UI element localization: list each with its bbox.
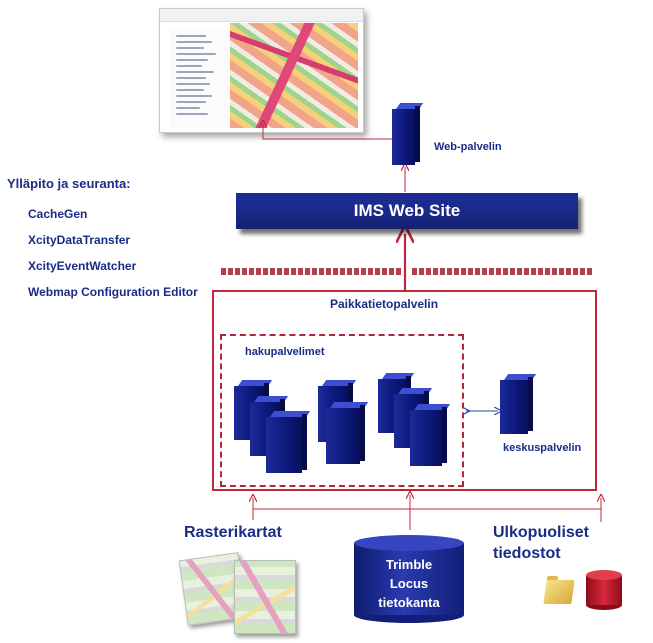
central-server-label: keskuspalvelin xyxy=(503,442,582,454)
search-server-icon xyxy=(326,402,369,464)
ims-web-site-bar: IMS Web Site xyxy=(236,193,578,229)
webmap-screenshot xyxy=(159,8,364,133)
database-label-line: Locus xyxy=(389,576,429,591)
raster-maps-label: Rasterikartat xyxy=(184,524,282,541)
central-server-icon xyxy=(500,374,537,434)
search-server-icon xyxy=(266,411,311,473)
screenshot-layer-panel xyxy=(170,29,231,127)
maintenance-item-config-editor: Webmap Configuration Editor xyxy=(28,285,198,299)
web-server-icon xyxy=(392,103,424,165)
database-label-line: tietokanta xyxy=(378,595,440,610)
red-database-icon xyxy=(586,570,622,610)
search-server-icon xyxy=(410,404,451,466)
external-files-label: Ulkopuoliset xyxy=(493,524,590,541)
maintenance-item-datatransfer: XcityDataTransfer xyxy=(28,233,131,247)
gis-server-label: Paikkatietopalvelin xyxy=(330,297,439,311)
folder-icon xyxy=(543,576,575,604)
maintenance-item-eventwatcher: XcityEventWatcher xyxy=(28,259,137,273)
firewall-bar-right xyxy=(412,268,592,275)
web-server-label: Web-palvelin xyxy=(434,141,502,153)
screenshot-toolbar xyxy=(160,9,363,22)
trimble-locus-database: Trimble Locus tietokanta xyxy=(354,535,464,625)
raster-map-image xyxy=(234,560,296,634)
arrow-web-to-screenshot xyxy=(263,124,404,160)
database-label-line: Trimble xyxy=(385,557,433,572)
maintenance-item-cachegen: CacheGen xyxy=(28,207,88,221)
firewall-bar-left xyxy=(221,268,401,275)
search-servers-box xyxy=(220,334,464,487)
search-servers-label: hakupalvelimet xyxy=(245,346,325,358)
external-files-label: tiedostot xyxy=(493,545,561,562)
screenshot-map xyxy=(230,23,358,128)
maintenance-title: Ylläpito ja seuranta: xyxy=(7,176,131,191)
gis-server-box xyxy=(212,290,597,491)
